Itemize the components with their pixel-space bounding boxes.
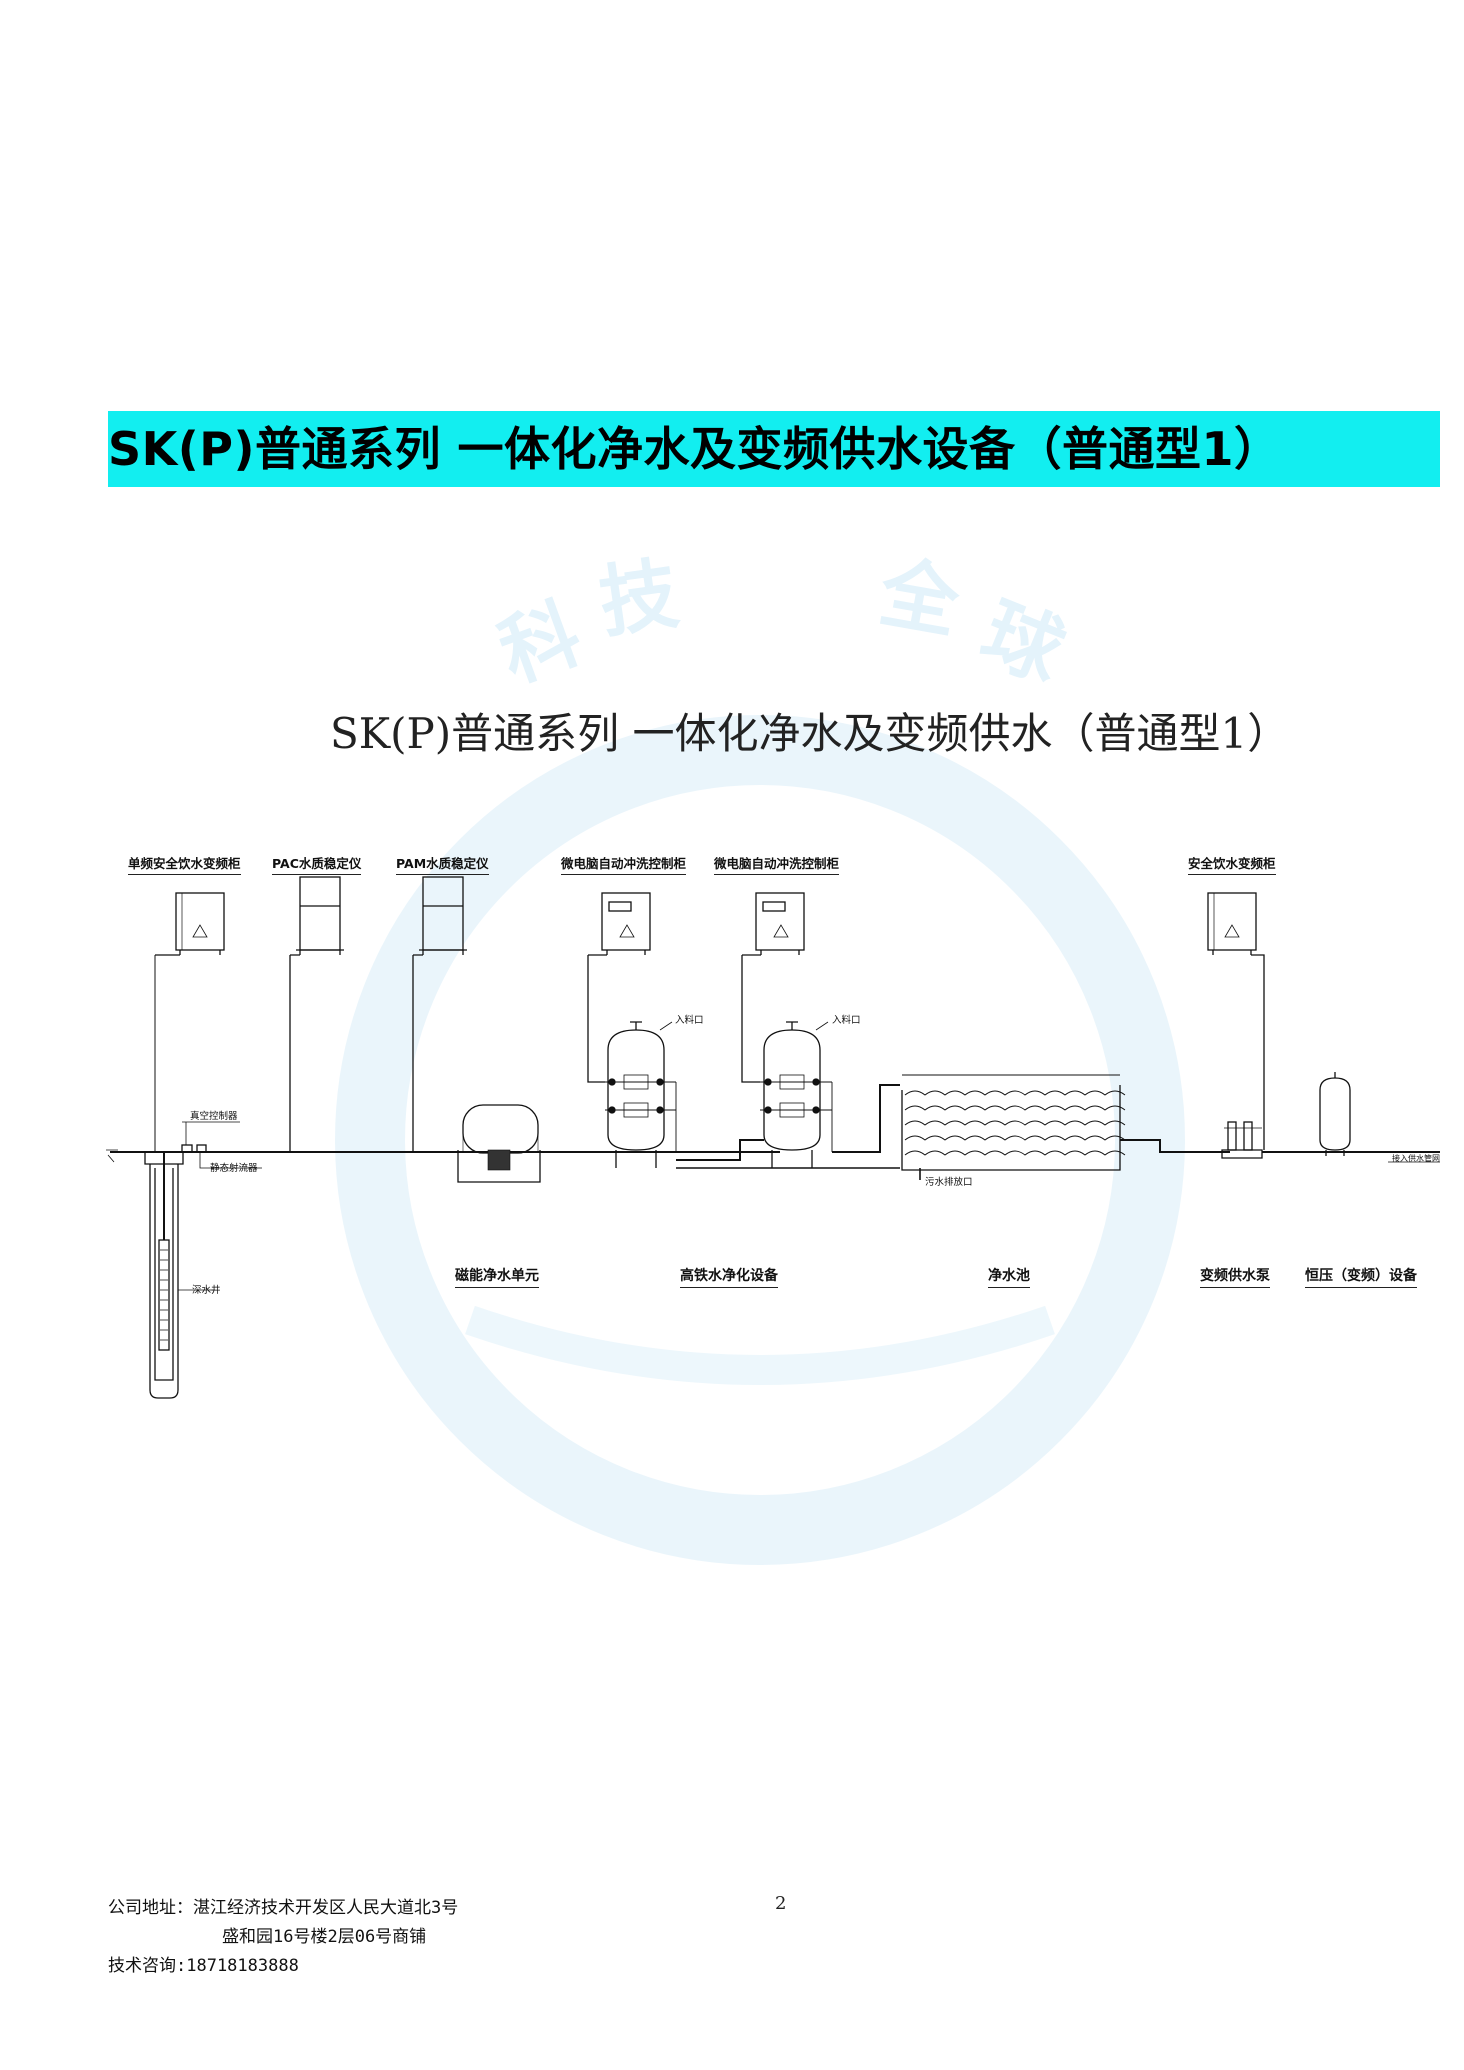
label-single-freq-cabinet: 单频安全饮水变频柜 — [128, 853, 241, 875]
tank-link-pipe — [664, 1139, 764, 1161]
filter-tank-2 — [760, 1021, 833, 1168]
pac-stabilizer — [289, 876, 344, 1152]
page-title: SK(P)普通系列 一体化净水及变频供水设备（普通型1） — [108, 422, 1281, 476]
safe-water-cabinet — [1207, 892, 1265, 1150]
label-iron-purification: 高铁水净化设备 — [680, 1265, 778, 1288]
backwash-cabinet-1 — [587, 892, 651, 1083]
label-inlet-1: 入料口 — [675, 1015, 704, 1026]
label-supply-pipe: 接入供水管网 — [1392, 1154, 1440, 1163]
page-number: 2 — [775, 1893, 787, 1914]
label-inlet-2: 入料口 — [832, 1015, 861, 1026]
pool-feed-pipe — [832, 1084, 900, 1153]
footer-consult: 技术咨询:18718183888 — [108, 1956, 299, 1976]
label-sewage-outlet: 污水排放口 — [925, 1177, 973, 1188]
label-backwash-cabinet-2: 微电脑自动冲洗控制柜 — [714, 853, 840, 875]
pressure-tank — [1319, 1072, 1351, 1156]
label-backwash-cabinet-1: 微电脑自动冲洗控制柜 — [561, 853, 687, 875]
footer-address-line2: 盛和园16号楼2层06号商铺 — [222, 1927, 427, 1947]
deep-well — [106, 1149, 215, 1399]
label-deep-well: 深水井 — [192, 1285, 221, 1296]
filter-tank-1 — [605, 1021, 677, 1168]
backwash-cabinet-2 — [741, 892, 805, 1083]
pump-feed-pipe — [1120, 1139, 1230, 1153]
label-static-mixer: 静态射流器 — [210, 1163, 258, 1174]
footer-address-line1: 公司地址：湛江经济技术开发区人民大道北3号 — [108, 1898, 459, 1918]
label-safe-water-cabinet: 安全饮水变频柜 — [1188, 853, 1276, 875]
label-vf-pump: 变频供水泵 — [1200, 1265, 1270, 1288]
vacuum-controller — [181, 1121, 262, 1169]
clean-water-pool — [901, 1074, 1126, 1171]
label-pam-stabilizer: PAM水质稳定仪 — [396, 853, 489, 875]
pam-stabilizer — [412, 876, 467, 1152]
label-vacuum-controller: 真空控制器 — [190, 1111, 238, 1122]
label-clean-pool: 净水池 — [988, 1265, 1030, 1288]
vf-pump — [1221, 1121, 1263, 1159]
label-constant-pressure: 恒压（变频）设备 — [1305, 1265, 1417, 1288]
single-freq-cabinet — [154, 892, 225, 1152]
magnetic-unit — [457, 1104, 541, 1183]
title-banner — [108, 411, 1440, 487]
diagram-title: SK(P)普通系列 一体化净水及变频供水（普通型1） — [330, 709, 1290, 758]
label-magnetic-unit: 磁能净水单元 — [455, 1265, 539, 1288]
label-pac-stabilizer: PAC水质稳定仪 — [272, 853, 362, 875]
sewage-pipe — [676, 1167, 921, 1180]
